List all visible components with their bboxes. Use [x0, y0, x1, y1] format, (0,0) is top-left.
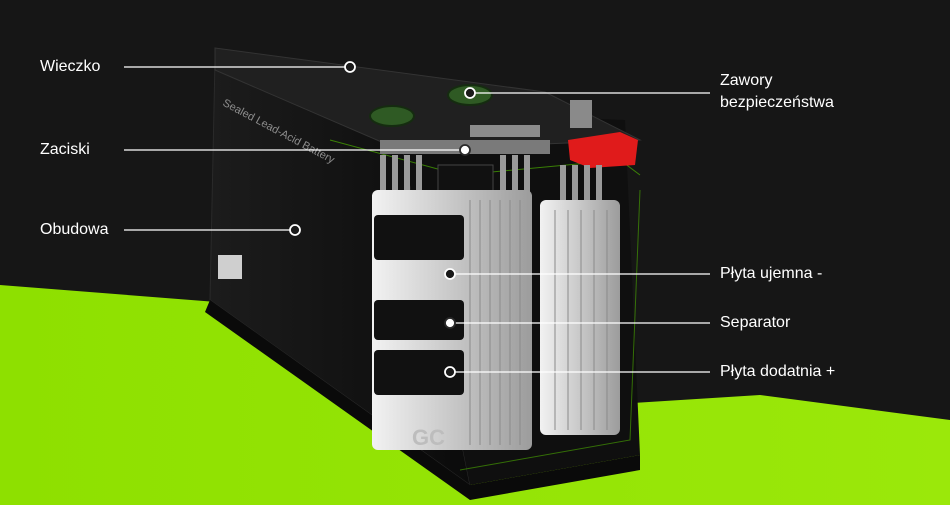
battery-base-edge	[205, 300, 640, 500]
marker-case	[289, 224, 301, 236]
terminal-bar-2	[470, 125, 540, 137]
label-lid: Wieczko	[40, 58, 101, 75]
marker-lid	[344, 61, 356, 73]
marker-valves	[464, 87, 476, 99]
brand-mark-gc: GC	[412, 425, 445, 450]
marker-negative-plate	[444, 268, 456, 280]
rear-plate-stack	[540, 200, 620, 435]
positive-terminal-cap	[568, 132, 638, 168]
label-valves-line1: Zawory	[720, 72, 773, 89]
label-negative-plate: Płyta ujemna -	[720, 265, 823, 282]
separator-band-top	[374, 215, 464, 260]
positive-terminal-post	[570, 100, 592, 128]
label-positive-plate: Płyta dodatnia +	[720, 363, 836, 380]
battery-green-edges-2	[459, 189, 641, 471]
label-case: Obudowa	[40, 221, 109, 238]
qr-code	[218, 255, 242, 279]
label-valves: Zawory bezpieczeństwa	[720, 70, 900, 114]
label-separator: Separator	[720, 314, 791, 331]
plate-connectors	[380, 155, 602, 205]
marker-terminals	[459, 144, 471, 156]
label-valves-line2: bezpieczeństwa	[720, 94, 834, 111]
marker-separator	[444, 317, 456, 329]
label-terminals: Zaciski	[40, 141, 90, 158]
rear-plate-fins	[554, 210, 608, 430]
marker-positive-plate	[444, 366, 456, 378]
valve-cap-left	[369, 105, 415, 127]
separator-band-bottom	[374, 350, 464, 395]
separator-band-mid	[374, 300, 464, 340]
